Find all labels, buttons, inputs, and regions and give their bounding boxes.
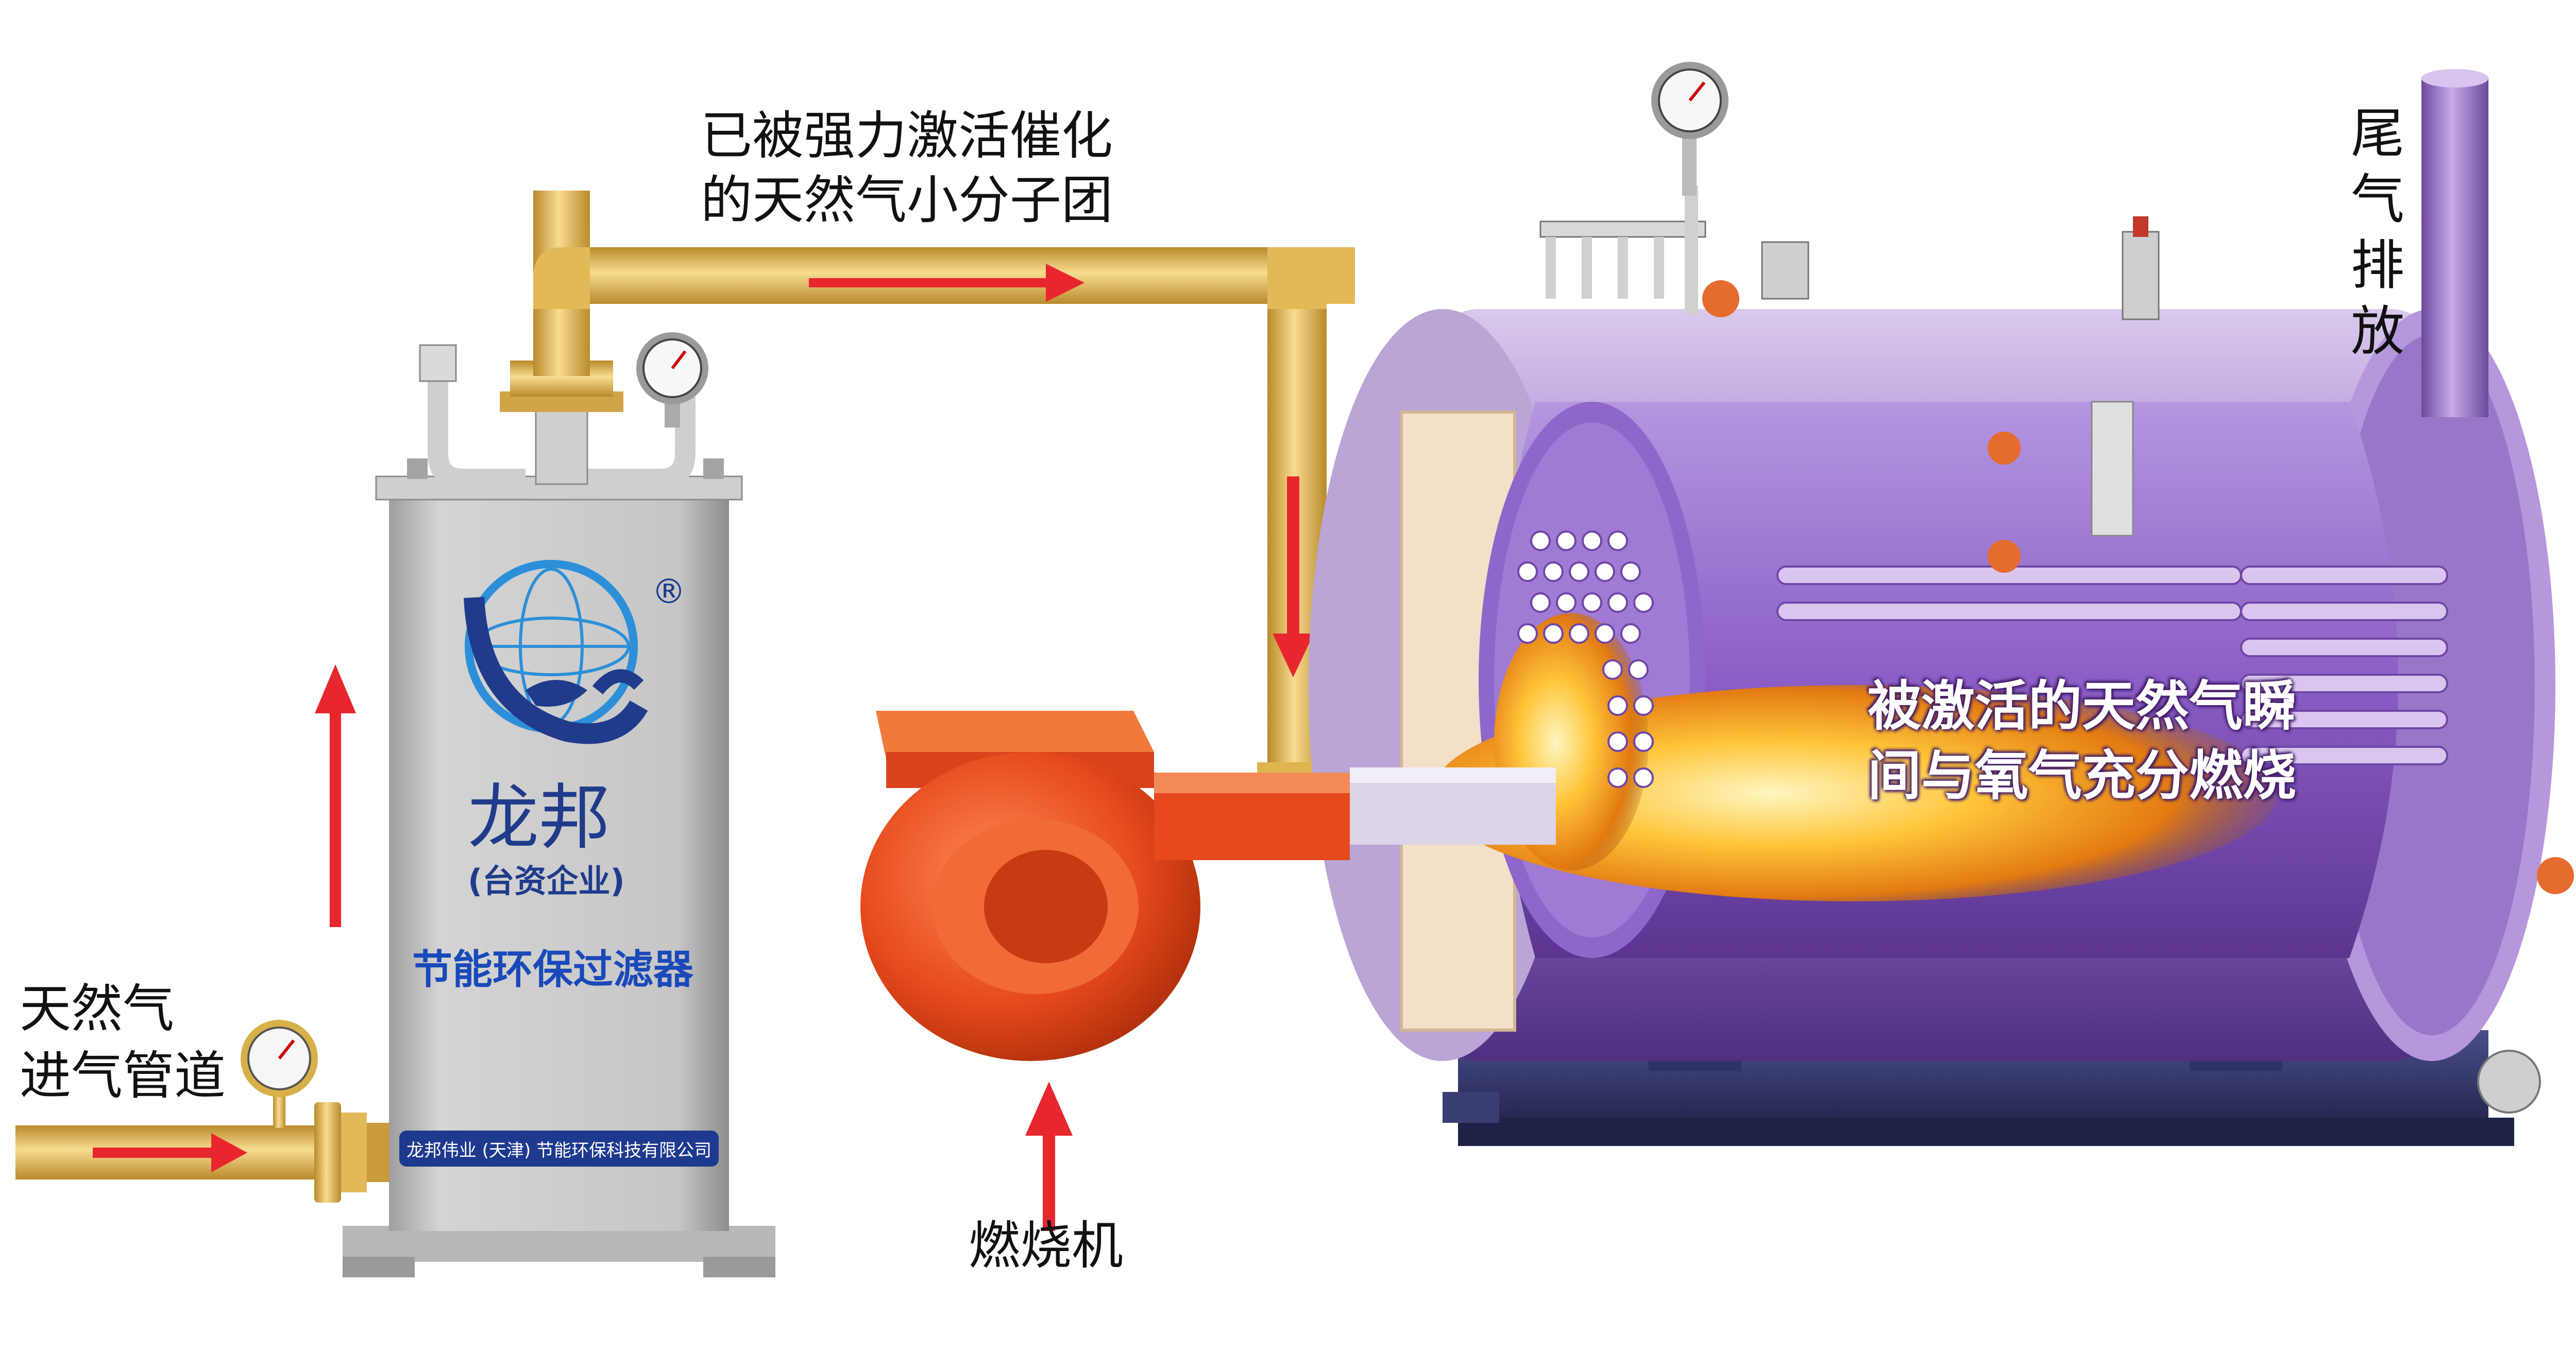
gas-inlet-label-line1: 天然气 xyxy=(20,979,174,1039)
brand-name: 龙邦 xyxy=(468,776,611,859)
brand-logo-icon xyxy=(464,560,648,744)
burner-label: 燃烧机 xyxy=(969,1216,1123,1276)
exhaust-char: 气 xyxy=(2350,168,2404,231)
combustion-label-line1: 被激活的天然气瞬 xyxy=(1868,675,2297,738)
boiler xyxy=(1309,309,2555,1146)
brand-subtitle: (台资企业) xyxy=(468,862,625,900)
top-flow-arrow xyxy=(809,264,1084,302)
gas-inlet-label-line2: 进气管道 xyxy=(20,1046,226,1106)
gas-inlet-pipe xyxy=(15,1092,391,1203)
combustion-label-line2: 间与氧气充分燃烧 xyxy=(1868,744,2297,807)
down-flow-arrow xyxy=(1273,476,1314,677)
fire-tubes xyxy=(1517,531,1654,788)
inlet-flow-arrow xyxy=(93,1133,247,1172)
rear-tube-rows xyxy=(1776,566,2448,765)
exhaust-char: 放 xyxy=(2350,300,2404,363)
boiler-pressure-gauge-icon xyxy=(1651,62,1728,196)
activated-gas-pipe xyxy=(533,191,1355,840)
product-name: 节能环保过滤器 xyxy=(412,947,694,993)
boiler-top-fittings xyxy=(1539,185,2574,1114)
exhaust-char: 排 xyxy=(2350,234,2404,297)
registered-mark: ® xyxy=(652,572,686,611)
activated-gas-label-line1: 已被强力激活催化 xyxy=(701,106,1113,166)
activated-gas-label-line2: 的天然气小分子团 xyxy=(701,170,1113,230)
burner-up-arrow xyxy=(1025,1082,1073,1231)
exhaust-label: 尾 气 排 放 xyxy=(2347,100,2409,364)
filter-up-flow-arrow xyxy=(315,664,356,927)
burner-unit xyxy=(860,711,1350,1061)
exhaust-char: 尾 xyxy=(2350,102,2404,165)
exhaust-stack xyxy=(2421,69,2488,417)
filter-pressure-gauge-icon xyxy=(636,332,708,427)
inlet-pressure-gauge-icon xyxy=(241,1020,318,1097)
company-name-bar: 龙邦伟业 (天津) 节能环保科技有限公司 xyxy=(399,1131,719,1167)
